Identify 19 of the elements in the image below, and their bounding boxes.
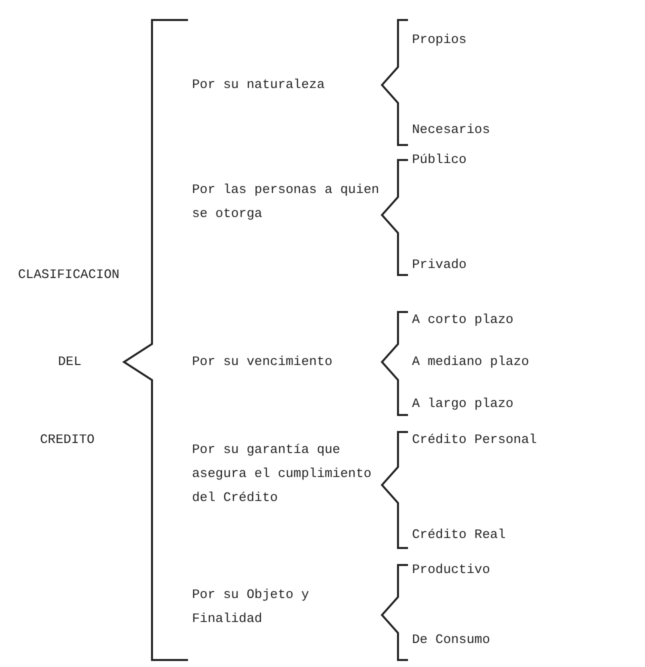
category-label: Por su garantía que asegura el cumplimiento del Crédito <box>192 441 372 507</box>
title-word: CREDITO <box>40 431 96 449</box>
subcategory-label: A corto plazo <box>412 311 514 329</box>
category-label: Por las personas a quien se otorga <box>192 181 380 223</box>
subcategory-label: Crédito Personal <box>412 431 538 449</box>
subcategory-label: Crédito Real <box>412 526 507 544</box>
subcategory-label: De Consumo <box>412 631 492 649</box>
subcategory-label: Privado <box>412 256 468 274</box>
category-label: Por su Objeto y Finalidad <box>192 586 310 628</box>
title-word: DEL <box>58 353 82 371</box>
subcategory-label: Necesarios <box>412 121 492 139</box>
category-label: Por su vencimiento <box>192 353 334 371</box>
subcategory-label: A mediano plazo <box>412 353 530 371</box>
subcategory-label: Productivo <box>412 561 492 579</box>
subcategory-label: A largo plazo <box>412 395 514 413</box>
subcategory-label: Propios <box>412 31 468 49</box>
category-label: Por su naturaleza <box>192 76 326 94</box>
title-word: CLASIFICACION <box>18 266 120 284</box>
subcategory-label: Público <box>412 151 468 169</box>
